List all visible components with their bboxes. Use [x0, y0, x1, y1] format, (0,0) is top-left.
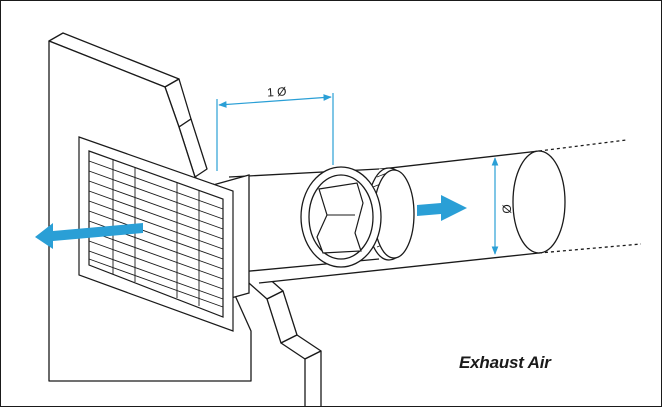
- fan-unit: [228, 166, 415, 274]
- length-dimension-label: 1 Ø: [267, 84, 287, 99]
- diameter-dimension-label: Ø: [500, 204, 514, 213]
- caption-exhaust-air: Exhaust Air: [459, 353, 551, 372]
- airflow-out-arrow: [417, 195, 467, 221]
- airflow-in-arrow: [35, 223, 143, 249]
- length-dimension: [216, 93, 334, 171]
- louvre-grille: [78, 136, 234, 332]
